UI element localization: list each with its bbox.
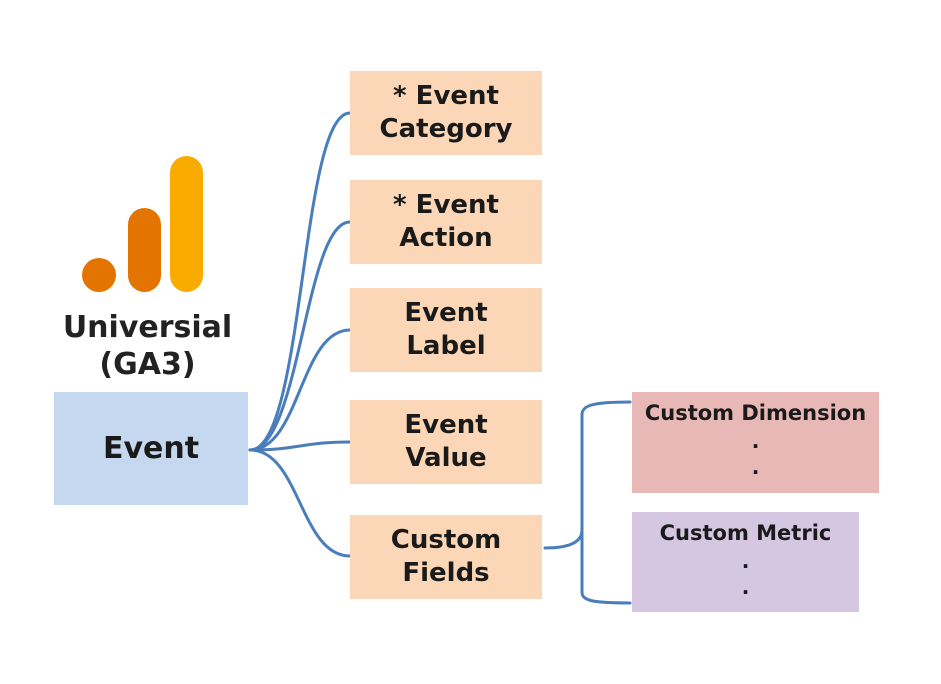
logo-title-line2: (GA3) xyxy=(99,347,196,382)
event-value-line1: Event xyxy=(404,410,488,440)
event-action-line1: * Event xyxy=(393,190,499,220)
custom-dimension-box: Custom Dimension . . xyxy=(632,392,879,493)
google-analytics-icon xyxy=(82,156,203,292)
brace-custom-fields xyxy=(543,400,632,605)
event-category-line2: Category xyxy=(379,114,513,144)
event-label: Event xyxy=(102,431,200,466)
custom-fields-line1: Custom xyxy=(390,525,502,555)
connector-to-value xyxy=(248,440,352,452)
logo-title-line1: Universial xyxy=(62,310,233,345)
logo-tall-bar xyxy=(170,156,203,292)
custom-fields-line2: Fields xyxy=(402,558,490,588)
event-value-box: Event Value xyxy=(350,400,542,484)
event-action-box: * Event Action xyxy=(350,180,542,264)
connector-to-label xyxy=(248,328,352,452)
custom-dimension-label: Custom Dimension xyxy=(644,401,867,425)
logo-dot xyxy=(82,258,116,292)
logo-mid-bar xyxy=(128,208,161,292)
custom-fields-box: Custom Fields xyxy=(350,515,542,599)
event-category-line1: * Event xyxy=(393,81,499,111)
event-box: Event xyxy=(54,392,248,505)
event-label-box: Event Label xyxy=(350,288,542,372)
connector-to-custom-fields xyxy=(248,448,352,558)
event-value-line2: Value xyxy=(405,443,487,473)
custom-metric-dot2: . xyxy=(741,575,750,599)
custom-metric-box: Custom Metric . . xyxy=(632,512,859,612)
event-label-line2: Label xyxy=(406,331,486,361)
custom-metric-label: Custom Metric xyxy=(659,521,832,545)
custom-metric-dot1: . xyxy=(741,549,750,573)
connector-to-action xyxy=(248,220,352,452)
event-action-line2: Action xyxy=(399,223,493,253)
event-label-line1: Event xyxy=(404,298,488,328)
event-category-box: * Event Category xyxy=(350,71,542,155)
custom-dimension-dot1: . xyxy=(751,429,760,453)
custom-dimension-dot2: . xyxy=(751,455,760,479)
connector-to-category xyxy=(248,111,352,452)
